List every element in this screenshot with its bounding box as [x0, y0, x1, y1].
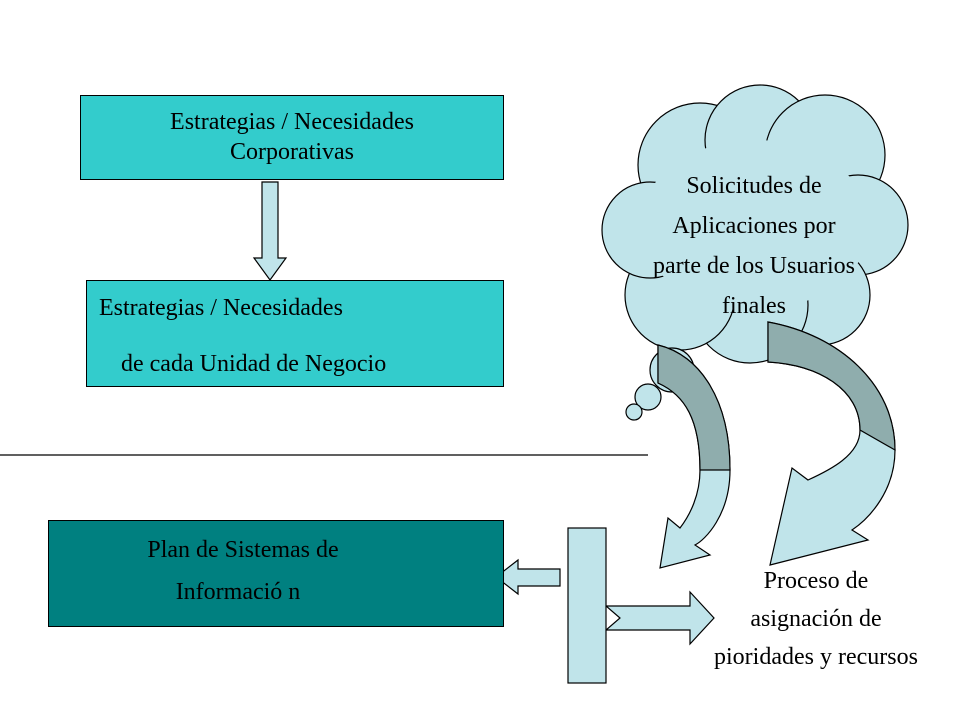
curved-arrow-left [657, 344, 731, 569]
cloud-line3: parte de los Usuarios [653, 253, 855, 279]
corporate-strategy-line2: Corporativas [230, 139, 354, 165]
left-arrow [495, 558, 561, 596]
business-unit-strategy-line1: Estrategias / Necesidades [99, 295, 343, 321]
business-unit-strategy-box: Estrategias / Necesidades de cada Unidad… [86, 280, 504, 387]
systems-plan-box: Plan de Sistemas de Informació n [48, 520, 504, 627]
curved-arrow-right [767, 321, 896, 566]
cloud-text: Solicitudes de Aplicaciones por parte de… [604, 166, 904, 326]
business-unit-strategy-line2: de cada Unidad de Negocio [121, 351, 387, 377]
process-bar [567, 527, 607, 684]
corporate-strategy-line1: Estrategias / Necesidades [170, 109, 414, 135]
cloud-line2: Aplicaciones por [672, 213, 836, 239]
process-line1: Proceso de [763, 568, 869, 594]
systems-plan-line2: Informació n [175, 579, 301, 605]
corporate-strategy-box: Estrategias / Necesidades Corporativas [80, 95, 504, 180]
process-line3: pioridades y recursos [714, 644, 918, 670]
right-arrow [604, 590, 715, 646]
systems-plan-line1: Plan de Sistemas de [147, 537, 339, 563]
down-arrow [252, 181, 288, 282]
process-line2: asignación de [750, 606, 882, 632]
process-text: Proceso de asignación de pioridades y re… [672, 562, 960, 676]
cloud-line4: finales [722, 293, 786, 319]
cloud-line1: Solicitudes de [686, 173, 822, 199]
